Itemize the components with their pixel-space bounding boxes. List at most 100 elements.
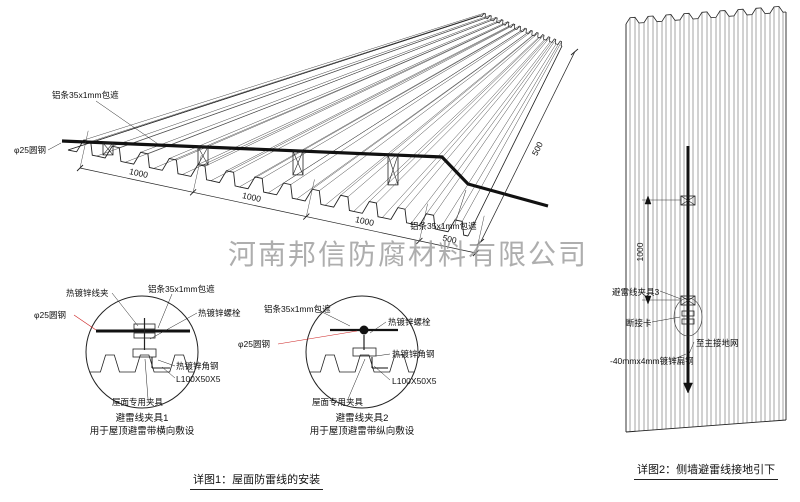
roof-right-edge (467, 45, 563, 237)
roof-ridge-line (153, 22, 498, 169)
leader-line (95, 100, 159, 145)
roof-left-edge (67, 15, 481, 151)
roof-ridge-line (96, 17, 486, 157)
clip-plate (133, 323, 156, 330)
alu-strip-label-2: 铝条35x1mm包遮 (264, 304, 331, 314)
flat-steel-label: -40mmx4mm镀锌扁钢 (610, 356, 694, 366)
wall-elevation-view (625, 6, 787, 433)
roof-ridge-line (90, 13, 486, 142)
dim-1000-label-3: 1000 (354, 214, 375, 228)
dim-tick (570, 48, 579, 56)
dim-1000-wall-label: 1000 (635, 242, 645, 261)
roof-fixture-label-1: 屋面专用夹具 (112, 397, 164, 407)
roof-ridge-line (169, 19, 502, 159)
clamp2-title: 避雷线夹具2 (336, 412, 389, 424)
clamp-hatch (387, 154, 399, 185)
roof-ridge-line (410, 41, 551, 224)
roof-ridge-line (140, 17, 496, 153)
clamp-hatch (680, 195, 696, 206)
clamp-detail-2 (277, 295, 419, 409)
angle-spec-label-1: L100X50X5 (176, 374, 221, 384)
clamp3-label: 避雷线夹具3 (612, 287, 660, 297)
wire-clamp-symbol (387, 154, 399, 186)
roof-ridge-line (233, 24, 515, 173)
clamp1-subtitle: 用于屋顶避雷带横向敷设 (90, 425, 195, 437)
clamp-hatch (102, 142, 114, 156)
roof-ridge-line (296, 32, 528, 200)
clamp-hatch (292, 150, 304, 176)
leader-line (157, 359, 176, 367)
roof-ridge-line (353, 37, 539, 212)
disconnect-balloon (673, 297, 703, 337)
angle-spec-label-2: L100X50X5 (392, 376, 437, 386)
disconnect-plate (681, 310, 695, 317)
lightning-wire (61, 139, 549, 208)
roof-isometric-view (47, 12, 579, 257)
leader-line (688, 341, 695, 355)
roof-ridge-line (454, 40, 561, 221)
alu-strip-right-label: 铝条35x1mm包遮 (410, 221, 477, 231)
clamp2-subtitle: 用于屋顶避雷带纵向敷设 (310, 425, 415, 437)
dim-500-front-label: 500 (442, 233, 458, 246)
leader-line (144, 358, 149, 400)
leader-line (671, 353, 687, 361)
roof-ridge-line (404, 37, 551, 210)
corrugation-profile (90, 354, 194, 373)
bolt-label-2: 热镀锌螺栓 (388, 317, 431, 327)
dim-1000-label-1: 1000 (128, 166, 149, 180)
leader-line (47, 142, 62, 151)
leader-line-red (73, 314, 97, 331)
detail-circle-2 (305, 295, 419, 409)
disconnect-plate (681, 318, 695, 325)
roof-ridge-line (83, 12, 485, 141)
detail2-caption: 详图2：侧墙避雷线接地引下 (634, 461, 779, 480)
roof-ridge-line (119, 15, 492, 148)
leader-line (454, 189, 467, 225)
roof-ridge-line (112, 15, 490, 147)
angle-steel-label-1: 热镀锌角钢 (176, 361, 219, 371)
leader-line (315, 308, 351, 327)
roof-ridge-line (226, 23, 514, 172)
roof-fixture-label-2: 屋面专用夹具 (312, 397, 364, 407)
leader-line (373, 365, 391, 381)
leader-line-red (277, 330, 358, 345)
corrugation-profile (310, 354, 414, 373)
roof-ridge-line (290, 28, 527, 185)
dim-extension-line (79, 130, 89, 169)
roof-ridge-line (376, 35, 545, 204)
round-steel-label-1: φ25圆钢 (34, 310, 66, 320)
roof-ridge-line (426, 38, 555, 214)
angle-steel-label-2: 热镀锌角钢 (392, 349, 435, 359)
roof-ridge-line (462, 41, 562, 222)
roof-ridge-line (340, 32, 537, 196)
dimension-line-side (480, 52, 575, 243)
roof-fixture (352, 347, 377, 357)
wire-clamp-symbol (102, 142, 114, 156)
leader-line (161, 366, 176, 379)
leader-line (111, 292, 139, 327)
dim-extension-line (192, 155, 202, 193)
wire-clamp-symbol (292, 150, 304, 176)
leader-line (149, 312, 198, 340)
company-watermark: 河南邦信防腐材料有限公司 (228, 239, 589, 270)
leader-line (651, 316, 681, 323)
roof-ridge-line (176, 19, 504, 161)
labels-layer: 铝条35x1mm包遮 铝条35x1mm包遮 φ25圆钢 1000 1000 10… (14, 90, 739, 437)
dim-500-side-label: 500 (530, 140, 545, 157)
detail1-caption: 详图1：屋面防雷线的安装 (190, 471, 324, 490)
roof-ridge-line (312, 30, 532, 190)
roof-ridge-line (319, 30, 533, 191)
detail-circle-1 (85, 295, 199, 409)
dim-extension-line (306, 179, 315, 217)
roof-ridge-line (439, 43, 557, 231)
roof-ridge-line (204, 22, 509, 167)
roof-ridge-line (382, 39, 545, 218)
leader-line (375, 353, 391, 357)
alu-strip-top-label: 铝条35x1mm包遮 (52, 90, 119, 100)
leader-line (369, 321, 387, 334)
roof-fixture (132, 348, 157, 358)
wire-clamp-symbol (197, 146, 209, 166)
roof-ridge-line (262, 26, 521, 179)
